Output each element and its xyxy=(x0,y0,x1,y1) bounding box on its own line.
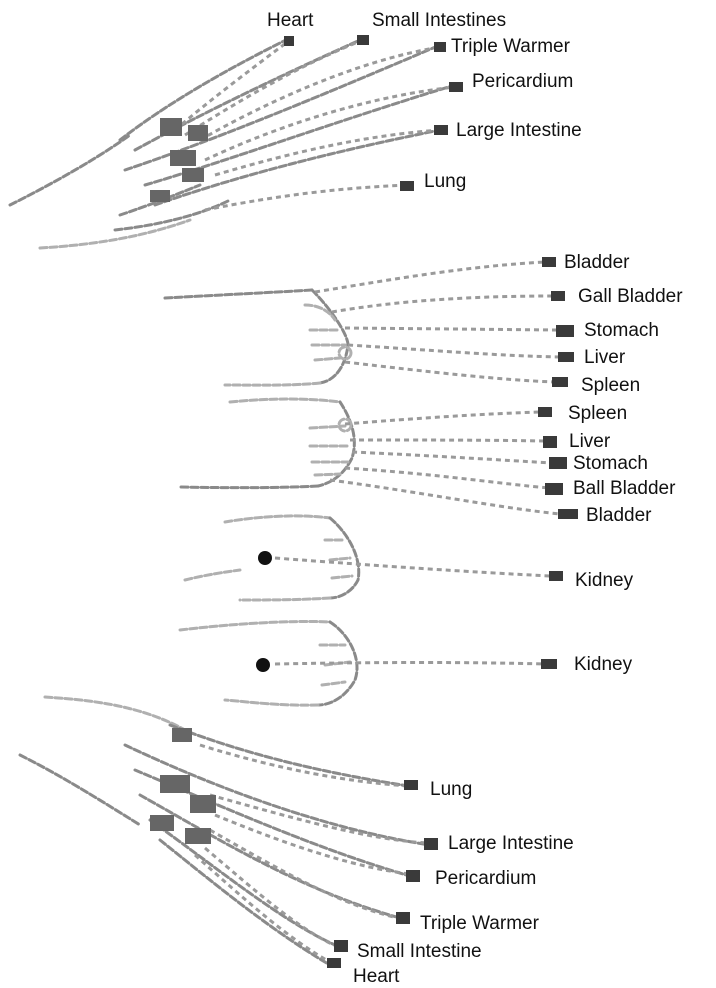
label-liver-lower-foot: Liver xyxy=(569,431,611,452)
top-hand-terminals xyxy=(284,35,463,191)
label-ball-bladder-lower-foot: Ball Bladder xyxy=(573,478,676,499)
label-small-intestine-bottom: Small Intestine xyxy=(357,941,482,962)
upper-foot-leaders xyxy=(315,262,560,382)
lower-foot-group: Spleen Liver Stomach Ball Bladder Bladde… xyxy=(180,399,676,526)
lower-foot-leaders xyxy=(330,412,560,514)
label-large-intestine-top: Large Intestine xyxy=(456,120,582,141)
label-triple-warmer-bottom: Triple Warmer xyxy=(420,913,540,934)
upper-sole-kidney-point xyxy=(258,551,272,565)
label-large-intestine-bottom: Large Intestine xyxy=(448,833,574,854)
lower-sole-kidney-point xyxy=(256,658,270,672)
upper-foot-labels: Bladder Gall Bladder Stomach Liver Splee… xyxy=(564,252,683,396)
lower-sole-terminal xyxy=(541,659,557,669)
label-triple-warmer-top: Triple Warmer xyxy=(451,36,571,57)
upper-foot-terminals xyxy=(542,257,574,387)
upper-sole-leader xyxy=(275,558,550,576)
label-kidney-upper-sole: Kidney xyxy=(575,570,634,591)
top-hand-outline xyxy=(10,38,455,248)
lower-sole-leader xyxy=(275,663,545,665)
top-hand-group: Heart Small Intestines Triple Warmer Per… xyxy=(10,10,582,248)
bottom-hand-terminals xyxy=(327,780,438,968)
bottom-hand-group: Lung Large Intestine Pericardium Triple … xyxy=(20,697,574,987)
bottom-hand-labels: Lung Large Intestine Pericardium Triple … xyxy=(353,779,574,987)
label-spleen-upper-foot: Spleen xyxy=(581,375,640,396)
label-heart-top: Heart xyxy=(267,10,314,31)
label-heart-bottom: Heart xyxy=(353,966,400,987)
bottom-hand-hubs xyxy=(150,728,216,844)
label-stomach-upper-foot: Stomach xyxy=(584,320,659,341)
bottom-hand-leaders xyxy=(195,745,428,962)
upper-sole-terminal xyxy=(549,571,563,581)
label-pericardium-top: Pericardium xyxy=(472,71,573,92)
label-stomach-lower-foot: Stomach xyxy=(573,453,648,474)
label-lung-bottom: Lung xyxy=(430,779,472,800)
bottom-hand-outline xyxy=(20,697,430,965)
label-bladder-upper-foot: Bladder xyxy=(564,252,630,273)
upper-foot-group: Bladder Gall Bladder Stomach Liver Splee… xyxy=(165,252,683,396)
label-liver-upper-foot: Liver xyxy=(584,347,626,368)
label-small-intestines-top: Small Intestines xyxy=(372,10,506,31)
label-lung-top: Lung xyxy=(424,171,466,192)
lower-foot-outline xyxy=(180,399,354,488)
lower-sole-group: Kidney xyxy=(180,621,633,705)
top-hand-labels: Heart Small Intestines Triple Warmer Per… xyxy=(267,10,582,192)
upper-sole-group: Kidney xyxy=(185,516,634,600)
label-gall-bladder-upper-foot: Gall Bladder xyxy=(578,286,683,307)
label-bladder-lower-foot: Bladder xyxy=(586,505,652,526)
label-kidney-lower-sole: Kidney xyxy=(574,654,633,675)
label-spleen-lower-foot: Spleen xyxy=(568,403,627,424)
label-pericardium-bottom: Pericardium xyxy=(435,868,536,889)
lower-foot-labels: Spleen Liver Stomach Ball Bladder Bladde… xyxy=(568,403,676,526)
upper-foot-outline xyxy=(165,290,351,385)
